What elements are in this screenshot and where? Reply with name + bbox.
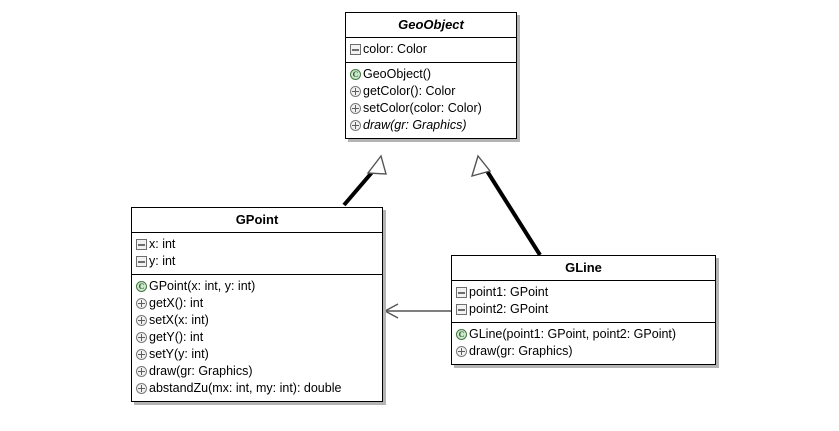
public-method-icon bbox=[350, 103, 361, 114]
public-method-icon bbox=[136, 298, 147, 309]
attribute-label: point1: GPoint bbox=[469, 285, 549, 299]
class-box-gline[interactable]: GLine point1: GPoint point2: GPoint C GL… bbox=[451, 255, 716, 365]
operation-label: draw(gr: Graphics) bbox=[469, 344, 573, 358]
private-field-icon bbox=[456, 304, 467, 315]
public-method-icon bbox=[456, 346, 467, 357]
operation-row[interactable]: C GPoint(x: int, y: int) bbox=[136, 278, 378, 295]
constructor-glyph: C bbox=[352, 70, 359, 79]
public-method-icon bbox=[136, 315, 147, 326]
operation-label: GeoObject() bbox=[363, 67, 432, 81]
attribute-label: x: int bbox=[149, 237, 176, 251]
operation-label: getY(): int bbox=[149, 330, 204, 344]
attribute-row[interactable]: color: Color bbox=[350, 41, 512, 58]
attributes-compartment-geoobject: color: Color bbox=[346, 38, 516, 62]
attribute-label: y: int bbox=[149, 254, 176, 268]
operation-label: draw(gr: Graphics) bbox=[149, 364, 253, 378]
generalization-gpoint-geoobject bbox=[342, 154, 387, 207]
operation-label: abstandZu(mx: int, my: int): double bbox=[149, 381, 342, 395]
attribute-row[interactable]: x: int bbox=[136, 236, 378, 253]
operation-label: GPoint(x: int, y: int) bbox=[149, 279, 256, 293]
class-box-geoobject[interactable]: GeoObject color: Color C GeoObject() get… bbox=[345, 12, 517, 139]
operation-row[interactable]: draw(gr: Graphics) bbox=[136, 363, 378, 380]
class-name-gpoint: GPoint bbox=[132, 208, 382, 233]
attribute-label: color: Color bbox=[363, 42, 427, 56]
private-field-icon bbox=[136, 239, 147, 250]
public-method-icon bbox=[136, 332, 147, 343]
generalization-gline-geoobject bbox=[470, 154, 542, 257]
operation-row[interactable]: draw(gr: Graphics) bbox=[456, 343, 711, 360]
association-gline-gpoint bbox=[383, 303, 451, 319]
class-name-geoobject: GeoObject bbox=[346, 13, 516, 38]
operation-label: GLine(point1: GPoint, point2: GPoint) bbox=[469, 327, 677, 341]
operation-label: setY(y: int) bbox=[149, 347, 209, 361]
public-method-icon bbox=[350, 86, 361, 97]
operation-row[interactable]: C GeoObject() bbox=[350, 66, 512, 83]
class-box-gpoint[interactable]: GPoint x: int y: int C GPoint(x: int, y:… bbox=[131, 207, 383, 402]
operation-row[interactable]: getColor(): Color bbox=[350, 83, 512, 100]
operations-compartment-gline: C GLine(point1: GPoint, point2: GPoint) … bbox=[452, 322, 715, 364]
attributes-compartment-gline: point1: GPoint point2: GPoint bbox=[452, 281, 715, 322]
operation-row[interactable]: setColor(color: Color) bbox=[350, 100, 512, 117]
public-method-icon bbox=[350, 120, 361, 131]
constructor-glyph: C bbox=[458, 330, 465, 339]
public-method-icon bbox=[136, 366, 147, 377]
operation-row[interactable]: abstandZu(mx: int, my: int): double bbox=[136, 380, 378, 397]
operation-row[interactable]: C GLine(point1: GPoint, point2: GPoint) bbox=[456, 326, 711, 343]
private-field-icon bbox=[456, 287, 467, 298]
constructor-glyph: C bbox=[138, 282, 145, 291]
operation-row[interactable]: setY(y: int) bbox=[136, 346, 378, 363]
public-method-icon bbox=[136, 383, 147, 394]
operation-label: setColor(color: Color) bbox=[363, 101, 482, 115]
operation-row[interactable]: getY(): int bbox=[136, 329, 378, 346]
class-name-gline: GLine bbox=[452, 256, 715, 281]
operations-compartment-geoobject: C GeoObject() getColor(): Color setColor… bbox=[346, 62, 516, 138]
operation-row[interactable]: getX(): int bbox=[136, 295, 378, 312]
operation-label: setX(x: int) bbox=[149, 313, 209, 327]
attribute-label: point2: GPoint bbox=[469, 302, 549, 316]
attribute-row[interactable]: y: int bbox=[136, 253, 378, 270]
operations-compartment-gpoint: C GPoint(x: int, y: int) getX(): int set… bbox=[132, 274, 382, 401]
public-method-icon bbox=[136, 349, 147, 360]
constructor-icon: C bbox=[456, 329, 467, 340]
attribute-row[interactable]: point1: GPoint bbox=[456, 284, 711, 301]
private-field-icon bbox=[136, 256, 147, 267]
operation-label-abstract: draw(gr: Graphics) bbox=[363, 118, 467, 132]
operation-row[interactable]: setX(x: int) bbox=[136, 312, 378, 329]
constructor-icon: C bbox=[350, 69, 361, 80]
operation-label: getColor(): Color bbox=[363, 84, 456, 98]
attributes-compartment-gpoint: x: int y: int bbox=[132, 233, 382, 274]
private-field-icon bbox=[350, 44, 361, 55]
attribute-row[interactable]: point2: GPoint bbox=[456, 301, 711, 318]
operation-label: getX(): int bbox=[149, 296, 204, 310]
constructor-icon: C bbox=[136, 281, 147, 292]
operation-row[interactable]: draw(gr: Graphics) bbox=[350, 117, 512, 134]
